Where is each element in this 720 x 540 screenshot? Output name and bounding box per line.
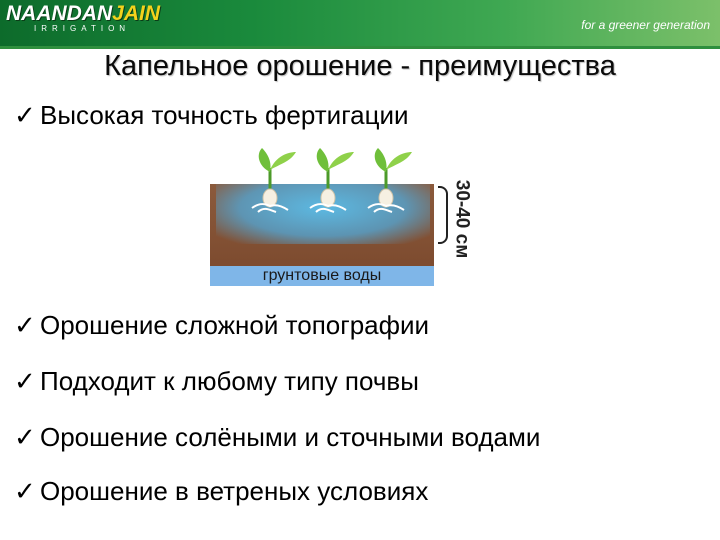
bullet-text: Подходит к любому типу почвы [40,366,419,396]
bullet-text: Орошение солёными и сточными водами [40,422,541,452]
tagline: for a greener generation [581,18,710,32]
logo-subtitle: IRRIGATION [34,24,131,33]
bullet-item: ✓Подходит к любому типу почвы [14,366,419,397]
bullet-text: Орошение в ветреных условиях [40,476,429,506]
company-logo: NAANDANJAIN IRRIGATION [6,2,160,33]
depth-bracket [438,186,448,244]
plants-illustration [251,148,412,213]
seedling-icon [251,148,296,213]
depth-label: 30-40 см [451,179,473,259]
bullet-text: Высокая точность фертигации [40,100,409,130]
header-divider [0,46,720,49]
groundwater-label: грунтовые воды [210,266,434,286]
bullet-item: ✓Орошение солёными и сточными водами [14,422,540,453]
bullet-item: ✓Орошение сложной топографии [14,310,429,341]
logo-text-accent: JAIN [112,2,161,25]
seedling-icon [367,148,412,213]
checkmark-icon: ✓ [14,476,36,506]
drip-irrigation-diagram: грунтовые воды 30-40 см [210,140,480,290]
bullet-item: ✓Орошение в ветреных условиях [14,476,428,507]
checkmark-icon: ✓ [14,422,36,452]
logo-text-main: NAANDAN [6,2,113,25]
checkmark-icon: ✓ [14,366,36,396]
bullet-text: Орошение сложной топографии [40,310,430,340]
seedling-icon [309,148,354,213]
checkmark-icon: ✓ [14,100,36,130]
header-banner: NAANDANJAIN IRRIGATION for a greener gen… [0,0,720,46]
checkmark-icon: ✓ [14,310,36,340]
bullet-item: ✓Высокая точность фертигации [14,100,409,131]
slide-title: Капельное орошение - преимущества [104,50,616,82]
